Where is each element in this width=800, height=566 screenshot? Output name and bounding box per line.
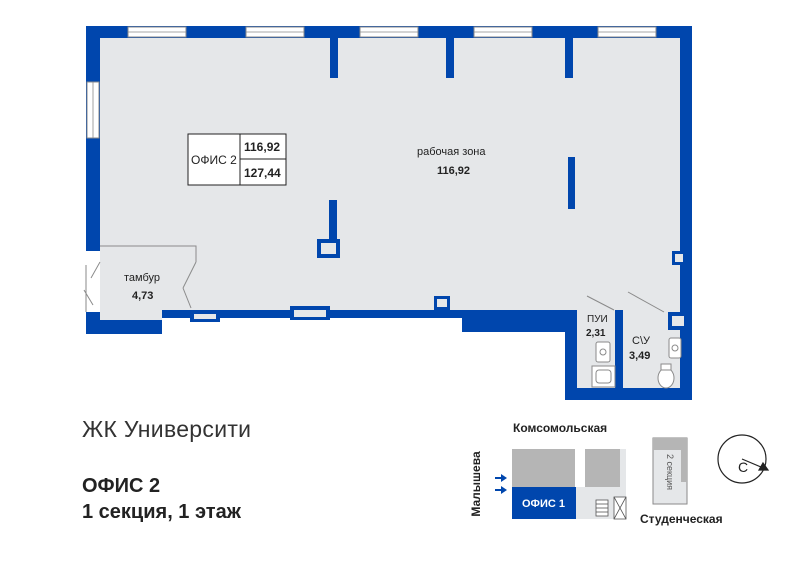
entrance-arrow-icon [501,486,507,494]
area-box [187,133,287,186]
compass-icon [717,434,770,484]
office-title: ОФИС 2 [82,475,161,497]
room-name-bathroom: С\У [632,335,650,347]
compass-letter: С [738,459,749,475]
area-box-label: ОФИС 2 [191,153,237,167]
section-2-label: 2 секция [665,453,675,491]
room-name-utility: ПУИ [587,314,608,325]
complex-name: ЖК Университи [82,416,252,442]
vestibule [83,245,197,312]
area-box-main-area: 116,92 [244,140,281,154]
room-name-vestibule: тамбур [124,272,161,284]
room-area-bathroom: 3,49 [629,350,651,362]
street-komsomolskaya: Комсомольская [513,421,608,435]
site-map [495,437,688,520]
section-2-wrap: 2 секция [662,440,678,504]
room-area-workzone: 116,92 [437,165,471,177]
section-floor: 1 секция, 1 этаж [82,501,241,523]
street-malysheva: Малышева [469,451,483,517]
entrance-arrow-icon [501,474,507,482]
area-box-total-area: 127,44 [244,166,281,180]
room-name-workzone: рабочая зона [417,146,486,158]
street-studencheskaya: Студенческая [640,512,723,526]
office-1-label: ОФИС 1 [522,498,565,510]
floor-area [100,38,680,388]
room-area-vestibule: 4,73 [132,290,154,302]
street-malysheva-wrap: Малышева [466,440,486,528]
room-area-utility: 2,31 [586,328,606,339]
